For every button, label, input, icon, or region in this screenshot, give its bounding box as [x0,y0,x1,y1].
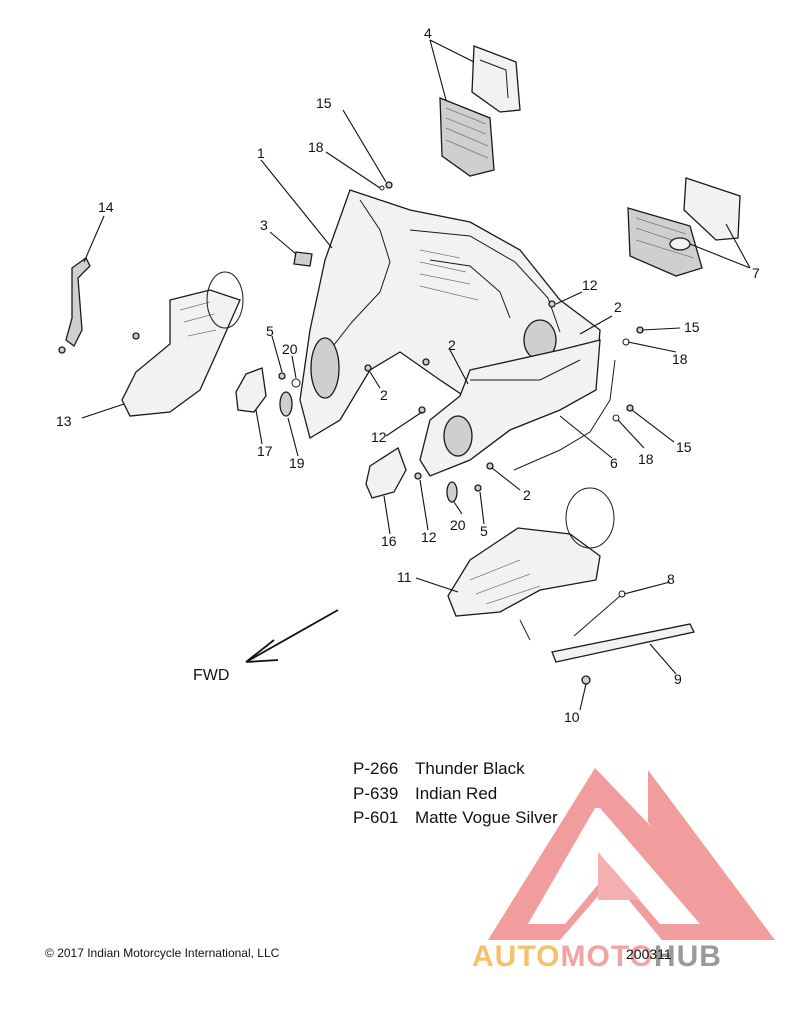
part-17-speaker-grille-ring [235,367,267,413]
paint-name: Matte Vogue Silver [415,808,558,827]
copyright-notice: © 2017 Indian Motorcycle International, … [45,946,279,960]
callout-13: 13 [56,413,72,429]
brand-word-2: MOTO [560,940,654,973]
callout-4: 4 [424,25,432,41]
callout-2: 2 [614,299,622,315]
brand-word-3: HUB [653,940,722,973]
leader-lines [81,39,751,711]
callout-7: 7 [752,265,760,281]
paint-name: Indian Red [415,783,498,803]
forward-label: FWD [193,667,229,684]
paint-name: Thunder Black [415,759,525,778]
callout-16: 16 [381,533,397,549]
part-3-clip [293,251,313,267]
lower-fairing-panel [419,339,601,477]
callout-6: 6 [610,455,618,471]
part-10-bolt [581,675,591,685]
part-16-bracket [365,447,407,499]
copyright-icon: © [45,946,54,960]
callout-15: 15 [316,95,332,111]
callout-20: 20 [450,517,466,533]
paint-code: P-601 [353,808,399,827]
callout-20: 20 [282,341,298,357]
callout-numbers: 1 2 2 2 2 3 4 5 5 6 7 8 9 10 11 12 12 12… [56,25,760,725]
paint-code-row: P-639 Indian Red [353,782,558,807]
callout-15: 15 [676,439,692,455]
callout-15: 15 [684,319,700,335]
callout-5: 5 [480,523,488,539]
brand-watermark: AUTOMOTOHUB [472,940,722,974]
part-14-bracket [65,257,91,347]
callout-2: 2 [448,337,456,353]
callout-2: 2 [380,387,388,403]
callout-11: 11 [397,569,412,585]
callout-12: 12 [421,529,437,545]
forward-arrow-icon [245,609,339,663]
part-20-washer [291,378,301,388]
part-4-cover-plates [439,45,521,177]
callout-5: 5 [266,323,274,339]
paint-code-row: P-601 Matte Vogue Silver [353,806,558,831]
paint-code: P-639 [353,783,399,803]
callout-1: 1 [257,145,265,161]
callout-10: 10 [564,709,580,725]
paint-code: P-266 [353,759,399,778]
watermark-logo-icon [488,768,775,940]
part-9-bracket-bar [551,623,695,663]
paint-code-row: P-266 Thunder Black [353,757,558,782]
callout-14: 14 [98,199,114,215]
part-19-grommet [279,391,293,417]
callout-19: 19 [289,455,305,471]
callout-12: 12 [371,429,387,445]
fasteners [58,181,644,492]
callout-3: 3 [260,217,268,233]
callout-2: 2 [523,487,531,503]
part-7-cover-plates [627,177,741,277]
callout-18: 18 [672,351,688,367]
copyright-text: 2017 Indian Motorcycle International, LL… [57,946,280,960]
part-8-rod [573,595,621,637]
drawing-number: 200311 [626,946,672,962]
part-6-trim-strip [513,359,616,471]
callout-18: 18 [308,139,324,155]
paint-code-legend: P-266 Thunder Black P-639 Indian Red P-6… [353,757,558,831]
part-13-speaker-housing [121,271,244,417]
callout-8: 8 [667,571,675,587]
brand-word-1: AUTO [472,940,561,973]
part-19-grommet-lower [446,481,458,503]
callout-17: 17 [257,443,273,459]
part-11-speaker-housing [447,487,615,641]
callout-12: 12 [582,277,598,293]
callout-18: 18 [638,451,654,467]
callout-9: 9 [674,671,682,687]
